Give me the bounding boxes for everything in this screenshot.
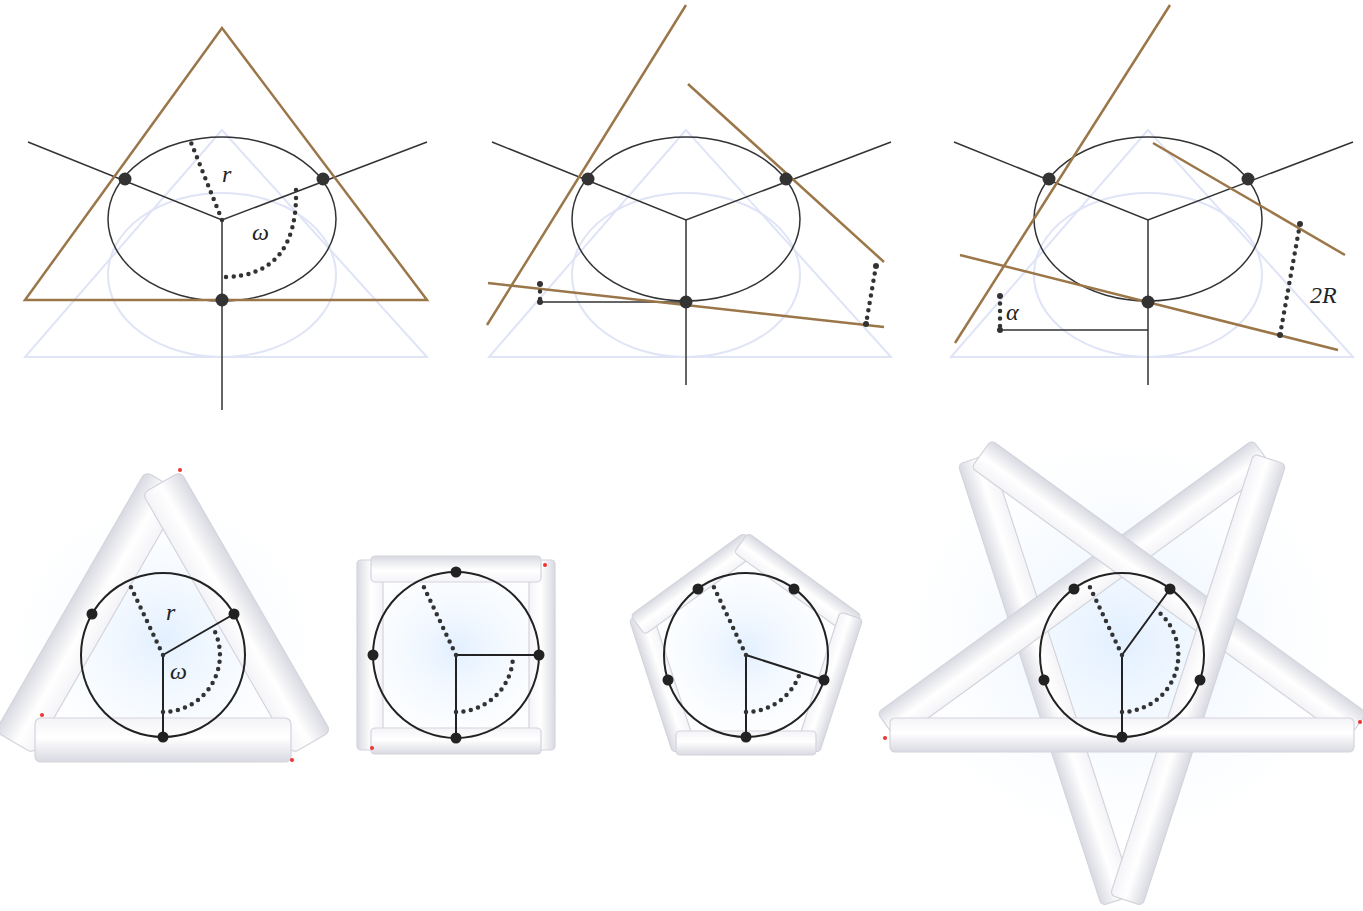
radius-label: r [166, 600, 175, 624]
dimension-label: 2R [1310, 283, 1337, 307]
angle-label: α [1006, 300, 1019, 324]
angle-label: ω [170, 659, 187, 683]
angle-label: ω [252, 220, 269, 244]
radius-label: r [222, 162, 231, 186]
